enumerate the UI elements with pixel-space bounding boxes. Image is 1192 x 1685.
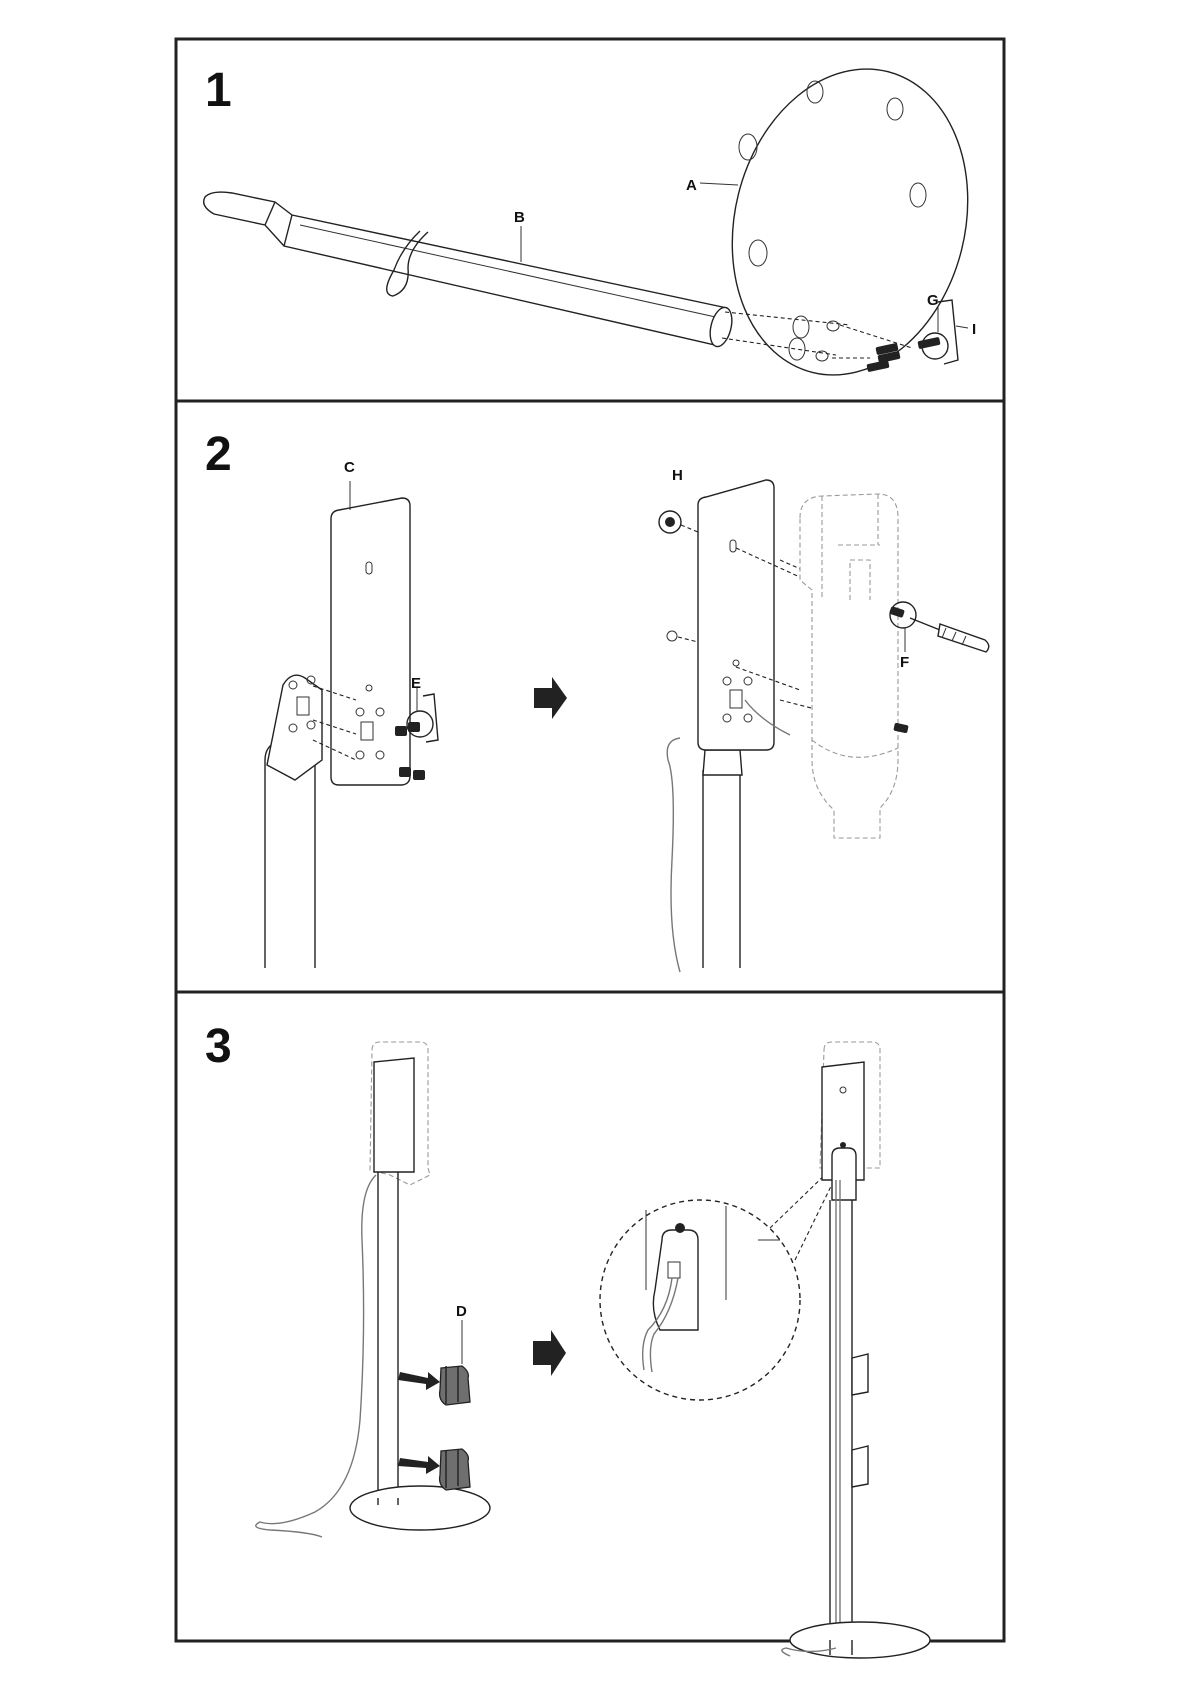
step-3-number: 3 [205,1020,232,1073]
label-a: A [686,177,697,194]
right-arrow-icon [533,1330,566,1376]
step-1-panel: 1 [204,44,999,400]
detail-zoom-circle [600,1168,836,1400]
cable-clips-d [398,1320,470,1490]
pole-top-with-bracket [265,675,322,968]
step-2-panel: 2 [205,428,989,972]
step-2-number: 2 [205,428,232,481]
dock-ghost-outline [800,494,898,838]
step-1-number: 1 [205,64,232,117]
label-g: G [927,292,939,309]
label-b: B [514,209,525,226]
label-c: C [344,459,355,476]
label-i: I [972,321,976,338]
label-d: D [456,1303,467,1320]
right-arrow-icon [534,677,567,719]
step-3-panel: 3 D [205,1020,930,1658]
standing-unit-right [782,1042,930,1658]
base-plate-a [701,44,999,400]
mounting-plate-c [313,481,438,785]
label-e: E [411,675,421,692]
label-h: H [672,467,683,484]
label-f: F [900,654,909,671]
